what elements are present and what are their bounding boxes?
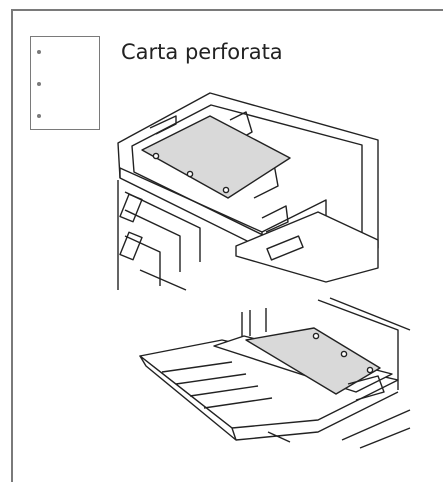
punch-hole bbox=[37, 114, 41, 118]
punch-hole bbox=[37, 50, 41, 54]
panel-left-border bbox=[11, 9, 13, 482]
panel-top-border bbox=[11, 9, 443, 11]
punched-paper-icon bbox=[30, 36, 100, 130]
punch-hole bbox=[37, 82, 41, 86]
page-title: Carta perforata bbox=[121, 40, 283, 64]
